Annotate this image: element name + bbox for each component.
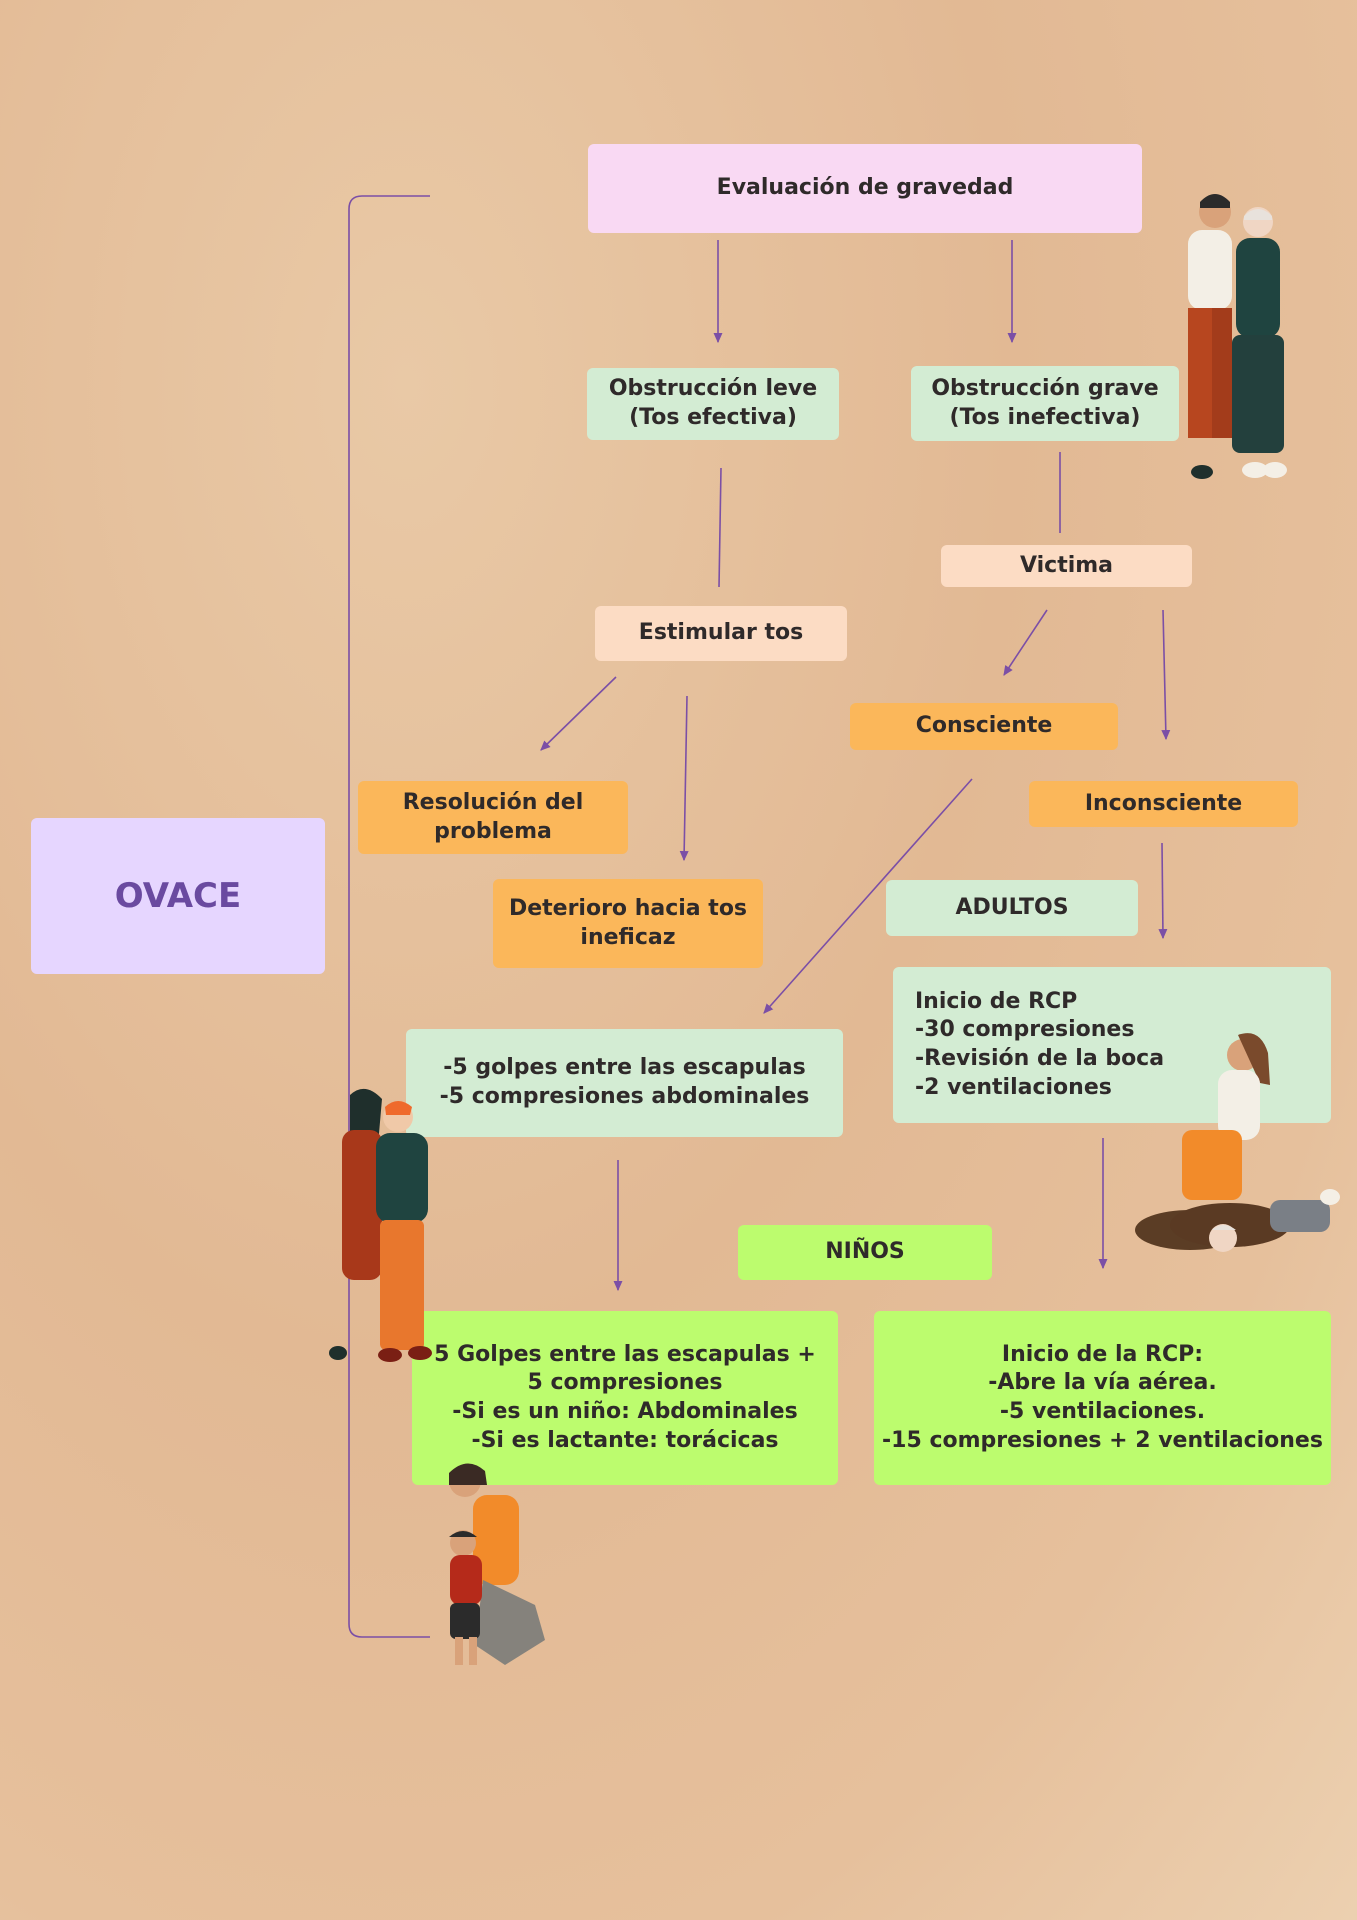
left-bracket <box>348 195 430 1638</box>
conscious-actions-node: -5 golpes entre las escapulas -5 compres… <box>406 1029 843 1137</box>
evaluation-node: Evaluación de gravedad <box>588 144 1142 233</box>
arrow-stimulate-deterioration <box>679 695 689 862</box>
deterioration-node: Deterioro hacia tos ineficaz <box>493 879 763 968</box>
cpr-adult-illustration <box>1135 1033 1340 1252</box>
heimlich-maneuver-illustration <box>1188 194 1287 479</box>
line-mild-stimulate <box>718 467 722 588</box>
arrow-stimulate-resolution <box>540 676 617 751</box>
ovace-root-node: OVACE <box>31 818 325 974</box>
severe-obstruction-node: Obstrucción grave (Tos inefectiva) <box>911 366 1179 441</box>
children-rcp-node: Inicio de la RCP: -Abre la vía aérea. -5… <box>874 1311 1331 1485</box>
stimulate-cough-node: Estimular tos <box>595 606 847 661</box>
unconscious-node: Inconsciente <box>1029 781 1298 827</box>
adults-label: ADULTOS <box>886 880 1138 936</box>
children-actions-node: 5 Golpes entre las escapulas + 5 compres… <box>412 1311 838 1485</box>
victim-node: Victima <box>941 545 1192 587</box>
arrow-unconscious-adults <box>1158 842 1168 940</box>
arrow-conscious-actions <box>763 778 973 1014</box>
kneeling-child-illustration <box>449 1463 545 1665</box>
arrow-victim-unconscious <box>1161 609 1171 741</box>
arrow-victim-conscious <box>1003 609 1048 676</box>
standing-choking-illustration <box>329 1088 432 1362</box>
conscious-node: Consciente <box>850 703 1118 750</box>
resolution-node: Resolución del problema <box>358 781 628 854</box>
children-label: NIÑOS <box>738 1225 992 1280</box>
mild-obstruction-node: Obstrucción leve (Tos efectiva) <box>587 368 839 440</box>
